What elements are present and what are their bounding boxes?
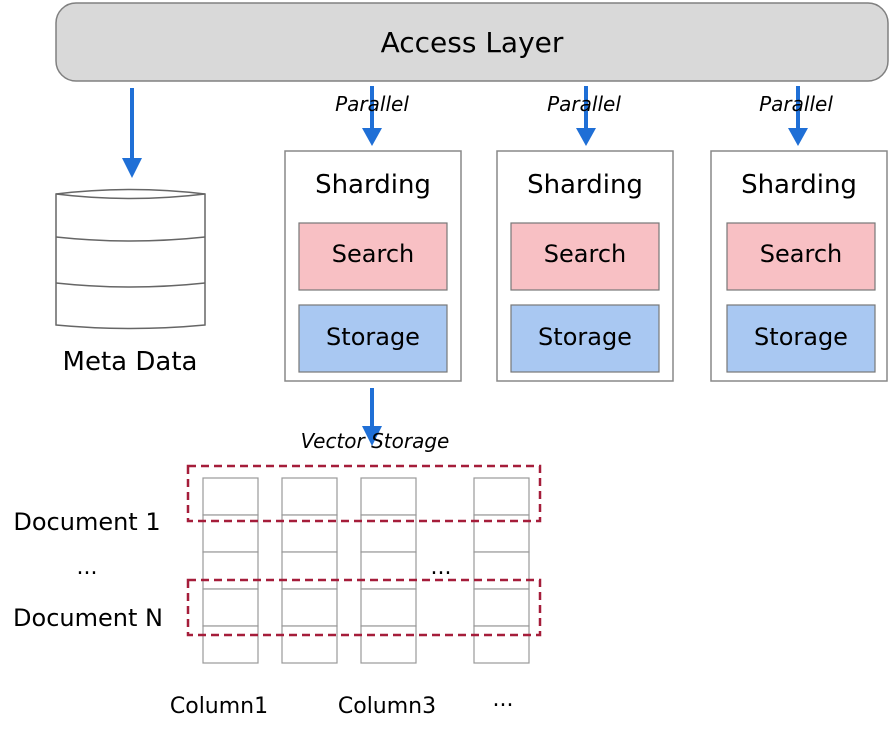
- column-2-cells: [281, 477, 338, 664]
- database-icon: [55, 188, 206, 330]
- shard-3: Parallel Sharding Search Storage: [710, 86, 888, 382]
- shard-1-storage-box: [298, 304, 448, 373]
- shard-3-storage-box: [726, 304, 876, 373]
- shard-1-search-box: [298, 222, 448, 291]
- shard-3-search-box: [726, 222, 876, 291]
- vector-storage-label: Vector Storage: [301, 429, 450, 453]
- shard-2-title: Sharding: [527, 170, 643, 200]
- document-n-label: Document N: [13, 604, 163, 632]
- document-1-row-highlight: [186, 464, 542, 523]
- shard-2: Parallel Sharding Search Storage: [496, 86, 674, 382]
- arrow-to-vector-storage: [362, 388, 382, 446]
- shard-1-search-label: Search: [332, 240, 414, 268]
- middle-column-dots: ...: [431, 555, 452, 580]
- shard-2-storage-label: Storage: [538, 323, 632, 351]
- shard-3-search-label: Search: [760, 240, 842, 268]
- shard-2-search-label: Search: [544, 240, 626, 268]
- shard-1: Parallel Sharding Search Storage: [284, 86, 462, 382]
- access-layer-label: Access Layer: [381, 26, 564, 59]
- shard-1-storage-label: Storage: [326, 323, 420, 351]
- shard-2-storage-box: [510, 304, 660, 373]
- shard-1-title: Sharding: [315, 170, 431, 200]
- storage-columns: [202, 477, 530, 664]
- column-dots: ...: [493, 687, 514, 712]
- column-n-cells: [473, 477, 530, 664]
- shard-3-title: Sharding: [741, 170, 857, 200]
- document-n-row-highlight: [186, 578, 542, 637]
- shard-2-search-box: [510, 222, 660, 291]
- column-1-label: Column1: [170, 694, 268, 719]
- column-3-label: Column3: [338, 694, 436, 719]
- arrow-to-metadata: [122, 88, 142, 178]
- document-dots: ...: [77, 555, 98, 580]
- meta-data-label: Meta Data: [63, 347, 198, 377]
- shard-3-storage-label: Storage: [754, 323, 848, 351]
- parallel-label-1: Parallel: [335, 92, 409, 116]
- document-1-label: Document 1: [13, 508, 160, 536]
- access-layer-box: [55, 2, 889, 82]
- parallel-label-2: Parallel: [547, 92, 621, 116]
- column-3-cells: [360, 477, 417, 664]
- parallel-label-3: Parallel: [759, 92, 833, 116]
